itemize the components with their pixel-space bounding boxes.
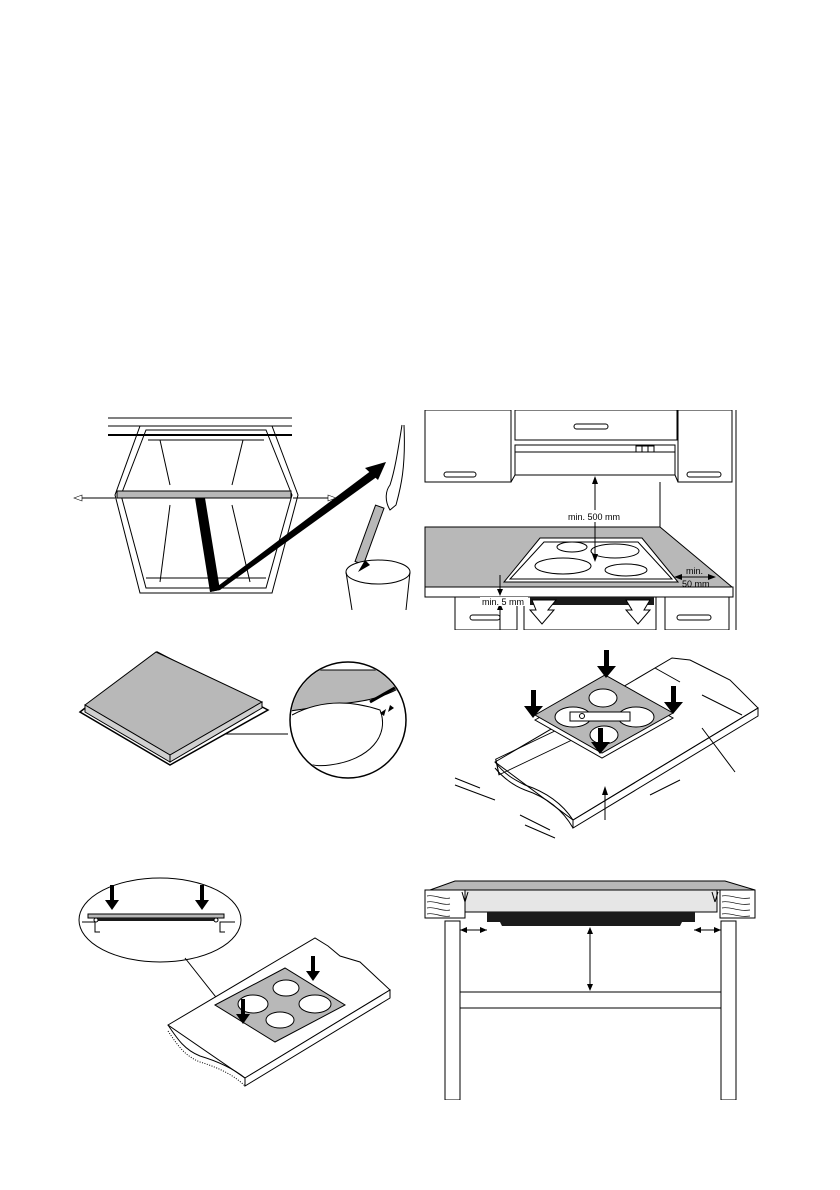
side-clearance-label-1: min.	[686, 566, 703, 576]
side-clearance-label-2: 50 mm	[682, 579, 710, 589]
hob-placement-illustration	[454, 650, 759, 839]
figure-cross-section	[410, 870, 770, 1100]
figure-place-hob	[440, 640, 770, 840]
hob-press-illustration	[78, 877, 391, 1087]
bottom-clearance-label: min. 5 mm	[482, 597, 524, 607]
cross-section-illustration	[424, 880, 756, 1100]
figure-kitchen-clearances: min. 500 mm min. 50 mm min. 5 mm	[420, 410, 760, 630]
figure-apply-seal	[60, 640, 420, 790]
figure-cabinet-crossbar-removal	[60, 410, 420, 610]
hood-clearance-label: min. 500 mm	[568, 512, 620, 522]
cabinet-illustration	[73, 417, 411, 610]
seal-illustration	[78, 651, 407, 779]
kitchen-illustration: min. 500 mm min. 50 mm min. 5 mm	[424, 410, 737, 630]
figure-press-hob	[60, 860, 400, 1090]
